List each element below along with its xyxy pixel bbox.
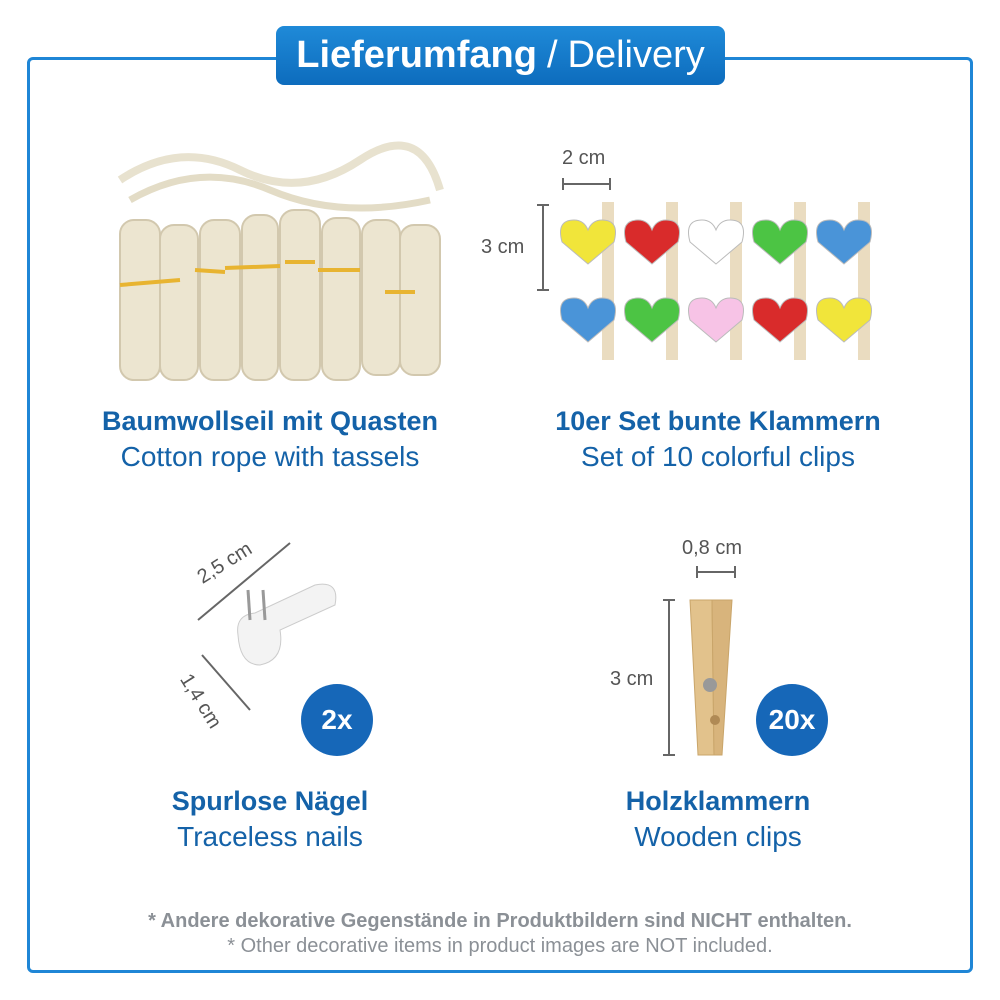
wooden-clips-name-de: Holzklammern [625,786,811,816]
heart-clip [624,219,680,265]
wooden-clip-image [663,566,736,756]
clips-name-de: 10er Set bunte Klammern [555,406,881,436]
wooden-clips-name-en: Wooden clips [634,821,802,852]
heart-clip [560,297,616,343]
header-banner: Lieferumfang / Delivery [276,26,725,85]
clips-height-label: 3 cm [481,236,525,258]
nails-quantity-badge: 2x [301,684,373,756]
heart-clip [688,297,744,343]
wooden-clip-height-label: 3 cm [610,668,654,690]
title-en: Delivery [567,34,705,76]
clips-name-en: Set of 10 colorful clips [581,441,855,472]
traceless-nail-image [197,542,337,711]
title-de: Lieferumfang [296,34,537,76]
colorful-clips-image [537,178,872,360]
wooden-clip-width-label: 0,8 cm [682,537,743,559]
footnote-de: * Andere dekorative Gegenstände in Produ… [148,910,852,932]
heart-clip [752,219,808,265]
rope-name-de: Baumwollseil mit Quasten [101,406,439,436]
title-separator: / [546,34,558,76]
heart-clip [816,297,872,343]
heart-clip [560,219,616,265]
wooden-clips-quantity-badge: 20x [756,684,828,756]
heart-clip [624,297,680,343]
heart-clip [688,219,744,265]
nails-name-de: Spurlose Nägel [171,786,369,816]
nails-name-en: Traceless nails [177,821,363,852]
heart-clip [816,219,872,265]
heart-clip [752,297,808,343]
rope-name-en: Cotton rope with tassels [120,441,420,472]
clips-width-label: 2 cm [562,147,606,169]
cotton-rope-image [117,141,444,381]
footnote-en: * Other decorative items in product imag… [227,935,773,957]
